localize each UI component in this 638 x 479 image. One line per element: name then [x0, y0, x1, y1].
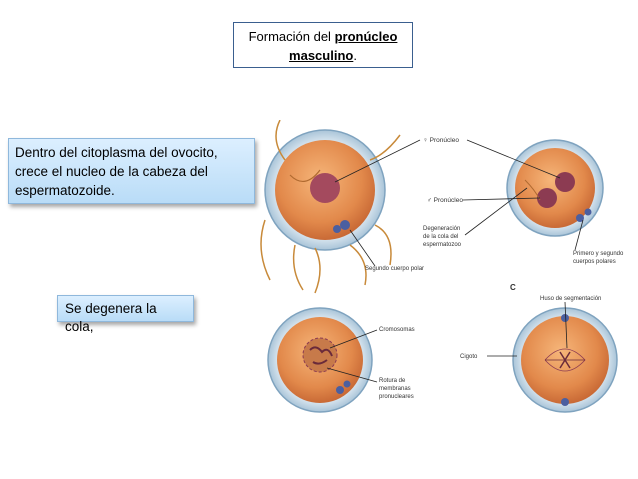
- label-second-polar-body: Segundo cuerpo polar: [365, 266, 424, 272]
- label-polar-bodies-2: cuerpos polares: [573, 259, 616, 265]
- label-zygote: Cigoto: [460, 354, 478, 360]
- callout-2-text: Se degenera la cola,: [65, 301, 157, 334]
- callout-1-line-2: crece el nucleo de la cabeza del: [15, 164, 208, 179]
- panel-letter-c: C: [510, 283, 516, 292]
- label-chromosomes: Cromosomas: [379, 327, 415, 333]
- cell-c: [267, 307, 378, 413]
- male-pronucleus: [537, 188, 557, 208]
- title-suffix: .: [353, 48, 357, 63]
- female-pronucleus: [555, 172, 575, 192]
- cell-d: [487, 301, 618, 413]
- callout-nucleus-growth: Dentro del citoplasma del ovocito, crece…: [8, 138, 255, 204]
- label-spindle: Huso de segmentación: [540, 296, 601, 302]
- callout-1-line-1: Dentro del citoplasma del ovocito,: [15, 145, 218, 160]
- label-degeneration-1: Degeneración: [423, 226, 460, 232]
- label-polar-bodies-1: Primero y segundo: [573, 251, 624, 257]
- callout-tail-degeneration: Se degenera la cola,: [57, 295, 194, 334]
- slide-title: Formación del pronúcleo masculino.: [233, 22, 413, 68]
- male-nucleus: [310, 173, 340, 203]
- cell-a: [260, 120, 421, 294]
- label-female-pronucleus: ♀ Pronúcleo: [423, 137, 459, 144]
- label-rupture-2: membranas: [379, 386, 411, 392]
- title-bold-1: pronúcleo: [334, 29, 398, 44]
- label-degeneration-3: espermatozoo: [423, 242, 462, 248]
- label-male-pronucleus: ♂ Pronúcleo: [427, 197, 463, 204]
- label-rupture-3: pronucleares: [379, 394, 414, 400]
- label-degeneration-2: de la cola del: [423, 234, 458, 240]
- cell-b: [462, 139, 604, 251]
- polar-body: [340, 220, 350, 230]
- title-prefix: Formación del: [248, 29, 335, 44]
- title-bold-2: masculino: [289, 48, 354, 63]
- label-rupture-1: Rotura de: [379, 378, 406, 384]
- callout-1-line-3: espermatozoide.: [15, 183, 115, 198]
- fertilization-diagram: ♀ Pronúcleo ♂ Pronúcleo Degeneración de …: [260, 120, 624, 413]
